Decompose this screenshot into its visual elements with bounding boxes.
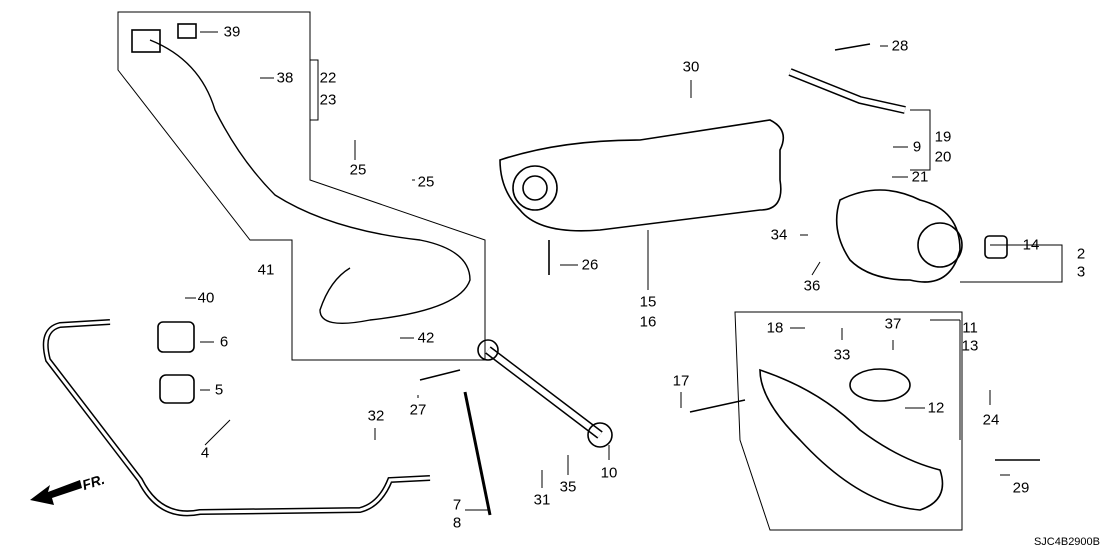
stabilizer-bar-inner <box>44 320 431 515</box>
callout-36[interactable]: 36 <box>803 277 821 295</box>
callout-7[interactable]: 7 <box>452 496 462 514</box>
callout-30[interactable]: 30 <box>682 58 700 76</box>
callout-16[interactable]: 16 <box>639 313 657 331</box>
stabilizer-link <box>463 391 492 516</box>
bracket-22 <box>310 59 319 121</box>
bracket-19 <box>910 109 931 171</box>
callout-19[interactable]: 19 <box>934 128 952 146</box>
sensor-wire <box>149 39 471 325</box>
callout-25[interactable]: 25 <box>417 173 435 191</box>
callout-42[interactable]: 42 <box>417 329 435 347</box>
callout-8[interactable]: 8 <box>452 514 462 532</box>
callout-25[interactable]: 25 <box>349 161 367 179</box>
callout-6[interactable]: 6 <box>219 333 229 351</box>
bolt-17 <box>689 399 746 413</box>
callout-23[interactable]: 23 <box>319 91 337 109</box>
callout-11[interactable]: 11 <box>962 319 978 337</box>
callout-2[interactable]: 2 <box>1076 245 1086 263</box>
callout-24[interactable]: 24 <box>982 411 1000 429</box>
callout-14[interactable]: 14 <box>1022 236 1040 254</box>
callout-35[interactable]: 35 <box>559 478 577 496</box>
bracket-2 <box>960 244 1063 283</box>
callout-17[interactable]: 17 <box>672 372 690 390</box>
knuckle <box>835 189 961 283</box>
callout-13[interactable]: 13 <box>961 337 979 355</box>
callout-28[interactable]: 28 <box>891 37 909 55</box>
upper-arm <box>499 119 785 232</box>
callout-12[interactable]: 12 <box>927 399 945 417</box>
callout-9[interactable]: 9 <box>912 138 922 156</box>
callout-18[interactable]: 18 <box>766 319 784 337</box>
callout-4[interactable]: 4 <box>200 444 210 462</box>
callout-37[interactable]: 37 <box>884 315 902 333</box>
leader-lines <box>185 31 1018 511</box>
callout-32[interactable]: 32 <box>367 407 385 425</box>
callout-21[interactable]: 21 <box>911 168 929 186</box>
bushing-14 <box>984 235 1008 259</box>
callout-41[interactable]: 41 <box>257 261 275 279</box>
bushing-6 <box>157 321 195 353</box>
callout-26[interactable]: 26 <box>581 256 599 274</box>
callout-31[interactable]: 31 <box>533 491 551 509</box>
bolt-27 <box>419 369 461 381</box>
callout-15[interactable]: 15 <box>639 293 657 311</box>
callout-33[interactable]: 33 <box>833 346 851 364</box>
connector <box>131 29 161 53</box>
bolt-28 <box>834 43 871 51</box>
callout-27[interactable]: 27 <box>409 401 427 419</box>
lower-arm <box>759 368 944 511</box>
callout-40[interactable]: 40 <box>197 289 215 307</box>
callout-39[interactable]: 39 <box>223 23 241 41</box>
diagram-code: SJC4B2900B <box>1033 536 1100 548</box>
callout-29[interactable]: 29 <box>1012 479 1030 497</box>
connector-39 <box>177 23 197 39</box>
group-outline-sensor <box>117 11 486 361</box>
callout-38[interactable]: 38 <box>276 69 294 87</box>
bushing-5 <box>159 374 195 404</box>
spring-seat-12 <box>849 368 911 402</box>
callout-34[interactable]: 34 <box>770 226 788 244</box>
callout-3[interactable]: 3 <box>1076 263 1086 281</box>
bracket-11 <box>930 319 961 440</box>
arm-bushing <box>512 165 558 211</box>
group-outline-lower-arm <box>734 311 963 531</box>
front-arrow-icon <box>30 480 82 505</box>
callout-20[interactable]: 20 <box>934 148 952 166</box>
callout-5[interactable]: 5 <box>214 381 224 399</box>
callout-22[interactable]: 22 <box>319 69 337 87</box>
callout-10[interactable]: 10 <box>600 464 618 482</box>
